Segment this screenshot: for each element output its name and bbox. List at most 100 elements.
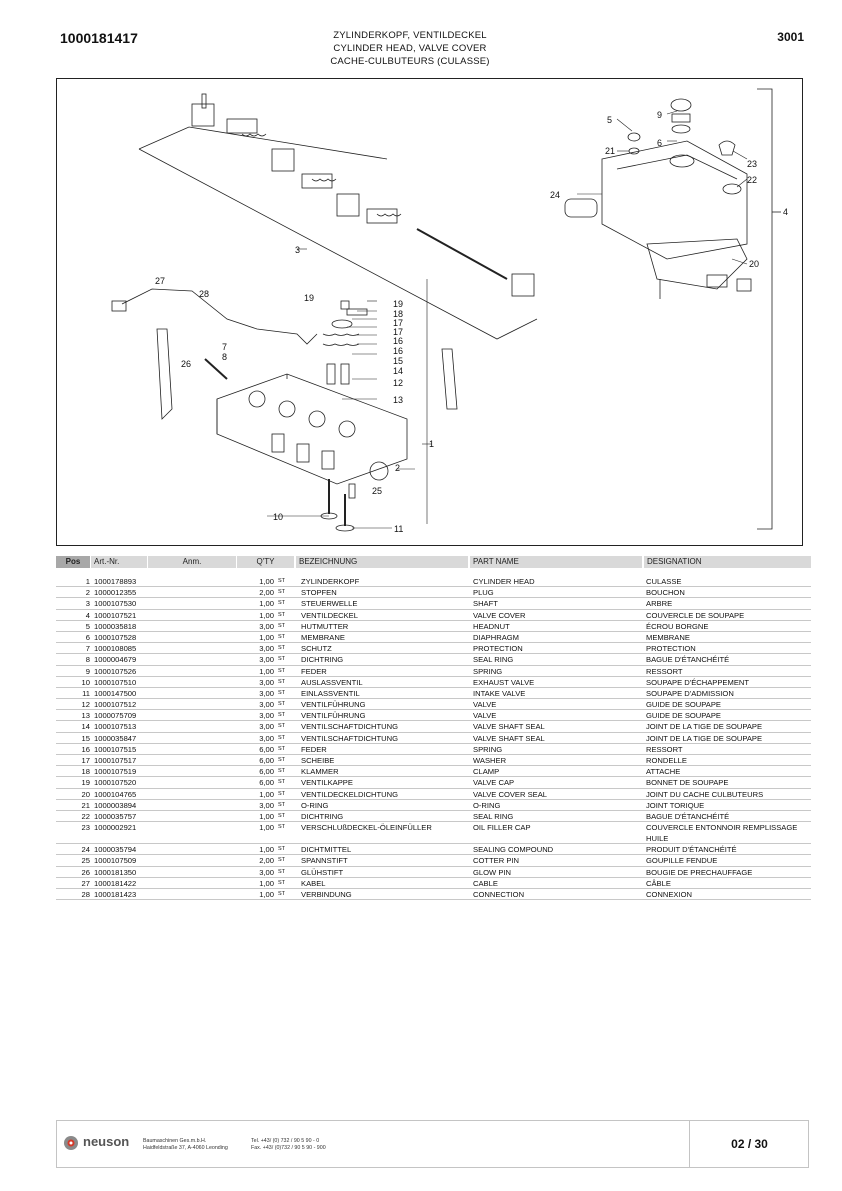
row-quantity: 6,00 — [259, 756, 274, 765]
row-part-name: SHAFT — [473, 599, 498, 609]
page-number: 02 / 30 — [731, 1137, 768, 1151]
row-part-name: CONNECTION — [473, 889, 525, 899]
row-unit: ST — [278, 745, 286, 752]
row-quantity: 3,00 — [259, 722, 274, 732]
row-pos: 26 — [81, 867, 90, 877]
callout-22: 22 — [747, 175, 757, 185]
row-article-number: 1000004679 — [94, 655, 137, 665]
row-article-number: 1000107510 — [94, 677, 137, 687]
row-french-name: JOINT DU CACHE CULBUTEURS — [646, 789, 764, 799]
row-french-name: RONDELLE — [646, 756, 687, 765]
row-french-name: SOUPAPE D'ÉCHAPPEMENT — [646, 677, 750, 687]
row-pos: 13 — [81, 711, 90, 721]
callout-20: 20 — [749, 259, 759, 269]
row-article-number: 1000035757 — [94, 811, 137, 821]
row-pos: 28 — [81, 889, 90, 899]
row-french-name: BOUGIE DE PRECHAUFFAGE — [646, 867, 753, 877]
row-quantity: 1,00 — [259, 666, 274, 676]
callout-23: 23 — [747, 159, 757, 169]
brand-logo-icon — [64, 1136, 78, 1150]
row-unit: ST — [278, 734, 286, 741]
row-part-name: VALVE CAP — [473, 778, 515, 788]
exploded-view-drawing: 1 2 3 4 5 6 7 8 9 10 11 12 13 14 15 16 1… — [111, 88, 788, 534]
row-article-number: 1000035847 — [94, 733, 137, 743]
row-pos: 20 — [81, 789, 90, 799]
callout-11: 11 — [394, 524, 403, 534]
row-quantity: 1,00 — [259, 610, 274, 620]
row-unit: ST — [278, 622, 286, 629]
row-part-name: COTTER PIN — [473, 856, 519, 866]
callout-19b: 19 — [393, 299, 403, 309]
row-french-name: CÂBLE — [646, 878, 671, 888]
row-german-name: VERSCHLUßDECKEL-ÖLEINFÜLLER — [301, 823, 432, 833]
row-quantity: 3,00 — [259, 644, 274, 654]
row-french-name: BAGUE D'ÉTANCHÉITÉ — [646, 655, 730, 665]
row-french-name: COUVERCLE ENTONNOIR REMPLISSAGE HUILE — [646, 823, 798, 844]
callout-4: 4 — [783, 207, 788, 217]
row-article-number: 1000107526 — [94, 666, 137, 676]
row-part-name: CABLE — [473, 878, 498, 888]
row-unit: ST — [278, 645, 286, 652]
header-remark: Anm. — [148, 556, 236, 568]
row-article-number: 1000003894 — [94, 800, 137, 810]
exploded-view-figure: 1 2 3 4 5 6 7 8 9 10 11 12 13 14 15 16 1… — [56, 78, 803, 546]
row-unit: ST — [278, 768, 286, 775]
callout-13: 13 — [393, 395, 403, 405]
row-part-name: SEAL RING — [473, 655, 514, 665]
row-french-name: JOINT TORIQUE — [646, 800, 705, 810]
callout-6: 6 — [657, 138, 662, 148]
row-pos: 19 — [81, 778, 90, 788]
row-german-name: SCHEIBE — [301, 756, 335, 765]
callout-24: 24 — [550, 190, 560, 200]
row-pos: 4 — [85, 610, 90, 620]
callout-5: 5 — [607, 115, 612, 125]
row-part-name: SEAL RING — [473, 811, 514, 821]
row-french-name: BAGUE D'ÉTANCHÉITÉ — [646, 811, 730, 821]
row-part-name: VALVE COVER — [473, 610, 526, 620]
row-unit: ST — [278, 868, 286, 875]
row-unit: ST — [278, 589, 286, 596]
row-unit: ST — [278, 667, 286, 674]
row-article-number: 1000035794 — [94, 845, 137, 855]
row-pos: 17 — [81, 756, 90, 765]
row-quantity: 3,00 — [259, 800, 274, 810]
row-quantity: 3,00 — [259, 867, 274, 877]
row-quantity: 1,00 — [259, 599, 274, 609]
callout-16b: 16 — [393, 336, 403, 346]
row-article-number: 1000012355 — [94, 588, 137, 598]
row-pos: 24 — [81, 845, 90, 855]
document-number: 1000181417 — [60, 30, 138, 46]
row-french-name: RESSORT — [646, 744, 683, 754]
row-german-name: DICHTRING — [301, 655, 344, 665]
row-part-name: PROTECTION — [473, 644, 523, 654]
row-pos: 6 — [85, 632, 90, 642]
company-address: Baumaschinen Ges.m.b.H. Haidfeldstraße 3… — [143, 1138, 228, 1152]
callout-21: 21 — [605, 146, 615, 156]
row-quantity: 6,00 — [259, 767, 274, 777]
row-article-number: 1000181422 — [94, 878, 137, 888]
row-pos: 15 — [81, 733, 90, 743]
valve-train-stack — [320, 300, 368, 532]
row-german-name: STOPFEN — [301, 588, 337, 598]
brand-name: neuson — [83, 1134, 130, 1149]
row-german-name: MEMBRANE — [301, 632, 345, 642]
row-quantity: 3,00 — [259, 655, 274, 665]
row-pos: 14 — [81, 722, 90, 732]
row-part-name: OIL FILLER CAP — [473, 823, 531, 833]
row-german-name: FEDER — [301, 744, 327, 754]
row-part-name: EXHAUST VALVE — [473, 677, 535, 687]
